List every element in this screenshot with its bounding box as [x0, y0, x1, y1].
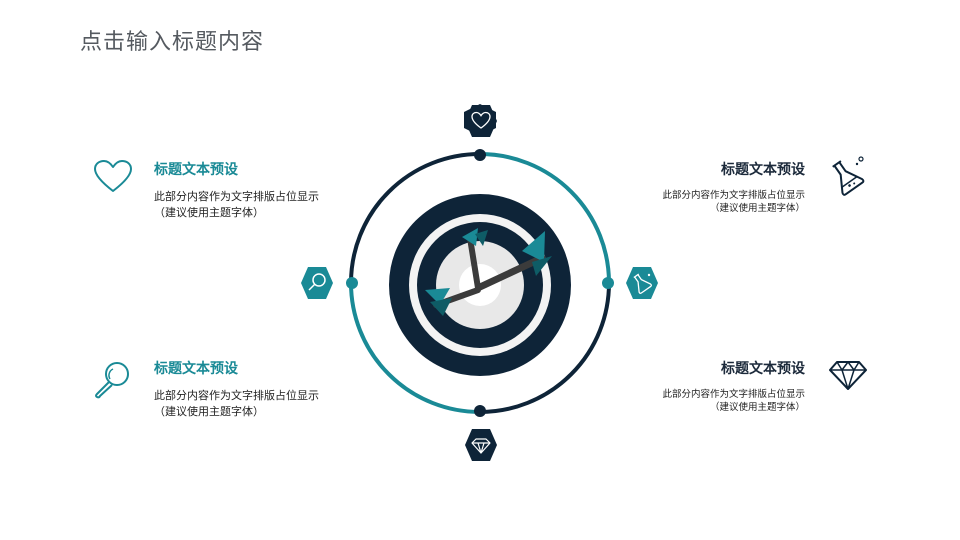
text-block-bottom-right: 标题文本预设 此部分内容作为文字排版占位显示 （建议使用主题字体） [585, 358, 805, 414]
block-text-line2[interactable]: （建议使用主题字体） [709, 203, 805, 214]
hex-heart-badge[interactable] [464, 104, 498, 138]
text-block-top-left: 标题文本预设 此部分内容作为文字排版占位显示 （建议使用主题字体） [154, 159, 374, 221]
flask-icon [832, 156, 865, 196]
hex-flask-badge[interactable] [625, 266, 659, 300]
target-graphic [346, 104, 614, 417]
magnifier-icon [95, 362, 129, 399]
text-block-bottom-left: 标题文本预设 此部分内容作为文字排版占位显示 （建议使用主题字体） [154, 358, 374, 420]
hex-diamond-badge[interactable] [464, 428, 498, 462]
block-text-line2[interactable]: （建议使用主题字体） [154, 206, 264, 219]
block-text-line2[interactable]: （建议使用主题字体） [154, 405, 264, 418]
block-text-line2[interactable]: （建议使用主题字体） [709, 402, 805, 413]
block-text-line1[interactable]: 此部分内容作为文字排版占位显示 [154, 190, 319, 203]
diamond-icon [829, 361, 867, 390]
arrow-3 [425, 287, 481, 316]
diamond-icon [471, 438, 491, 454]
ring-node-top [474, 149, 486, 161]
arrow-2 [476, 231, 552, 291]
block-heading[interactable]: 标题文本预设 [721, 361, 805, 377]
block-heading[interactable]: 标题文本预设 [154, 162, 238, 178]
magnifier-icon [308, 273, 326, 291]
ring-node-bottom [474, 405, 486, 417]
block-text-line1[interactable]: 此部分内容作为文字排版占位显示 [662, 190, 805, 201]
outer-ring [349, 152, 611, 414]
block-text-line1[interactable]: 此部分内容作为文字排版占位显示 [154, 389, 319, 402]
ring-node-left [346, 277, 358, 289]
hex-magnifier-badge[interactable] [300, 266, 334, 300]
flask-icon [633, 273, 653, 294]
text-block-top-right: 标题文本预设 此部分内容作为文字排版占位显示 （建议使用主题字体） [585, 159, 805, 215]
page-title[interactable]: 点击输入标题内容 [80, 30, 265, 55]
heart-icon [94, 160, 132, 192]
heart-icon [471, 111, 491, 129]
arrow-1 [462, 228, 488, 291]
block-heading[interactable]: 标题文本预设 [154, 361, 238, 377]
ring-node-right [602, 277, 614, 289]
block-heading[interactable]: 标题文本预设 [721, 162, 805, 178]
block-text-line1[interactable]: 此部分内容作为文字排版占位显示 [662, 389, 805, 400]
